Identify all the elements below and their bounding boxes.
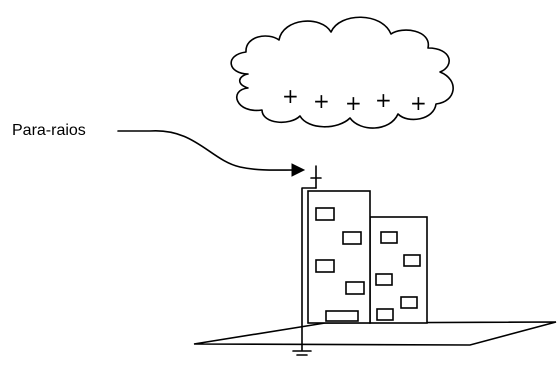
charge-plus-1: + bbox=[282, 84, 299, 108]
window bbox=[342, 231, 362, 245]
window bbox=[376, 308, 394, 321]
window bbox=[380, 231, 398, 244]
lightning-rod bbox=[292, 165, 322, 356]
window bbox=[315, 259, 335, 273]
cloud: + + + + + bbox=[230, 16, 454, 129]
building-right-body bbox=[369, 216, 428, 324]
charge-plus-4: + bbox=[375, 88, 392, 112]
window bbox=[325, 310, 359, 322]
cloud-charges: + + + + + bbox=[282, 84, 427, 115]
leader-arrowhead bbox=[291, 163, 306, 177]
window bbox=[400, 296, 418, 309]
window bbox=[345, 281, 365, 295]
cloud-outline bbox=[230, 16, 454, 129]
window bbox=[375, 273, 393, 286]
charge-plus-5: + bbox=[410, 91, 427, 115]
label-leader-line bbox=[117, 130, 297, 171]
building-left bbox=[307, 190, 371, 324]
charge-plus-3: + bbox=[345, 91, 362, 115]
window bbox=[315, 207, 335, 221]
building-right bbox=[369, 216, 428, 324]
window bbox=[403, 254, 421, 267]
charge-plus-2: + bbox=[313, 89, 330, 113]
down-conductor bbox=[301, 187, 317, 351]
lightning-rod-label: Para-raios bbox=[12, 122, 86, 139]
ground-plane bbox=[193, 321, 557, 346]
